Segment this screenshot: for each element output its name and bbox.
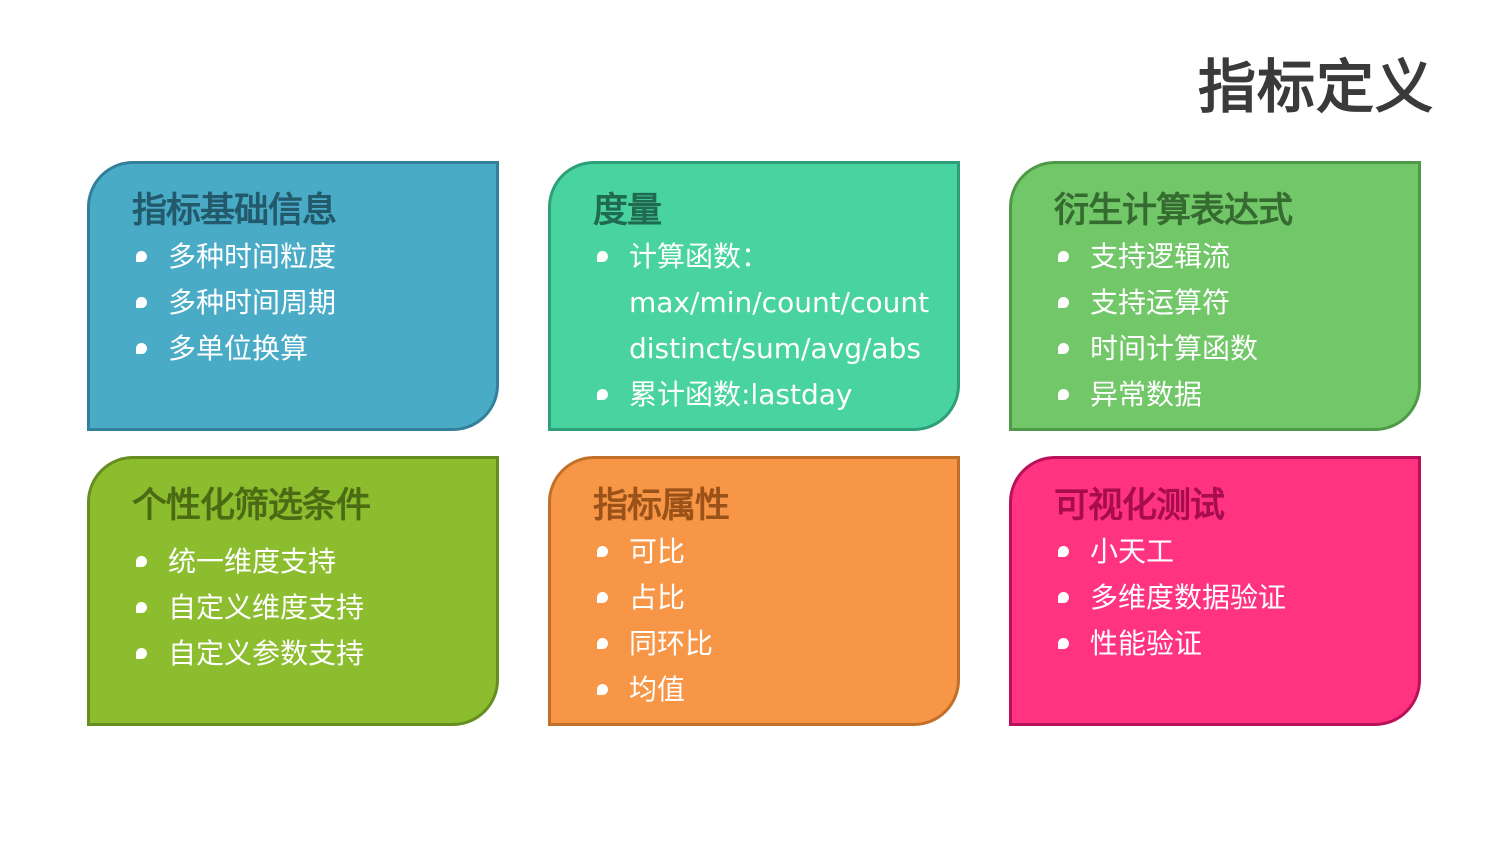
bullet-icon [1058,251,1069,262]
card-list: 计算函数： max/min/count/count distinct/sum/a… [597,234,929,418]
bullet-icon [136,556,147,567]
bullet-icon [1058,592,1069,603]
list-item: 支持逻辑流 [1058,234,1258,280]
item-text: 异常数据 [1090,378,1203,411]
item-text: 计算函数： [629,240,770,273]
card-list: 可比 占比 同环比 均值 [597,529,713,713]
list-item: 多种时间粒度 [136,234,336,280]
item-text: 占比 [629,581,686,614]
list-item: 时间计算函数 [1058,326,1258,372]
card-title: 个性化筛选条件 [132,486,371,526]
item-text: 多种时间周期 [168,286,337,319]
list-item: 同环比 [597,621,713,667]
item-text: 自定义维度支持 [168,591,365,624]
list-item: 占比 [597,575,713,621]
list-item: 计算函数： max/min/count/count distinct/sum/a… [597,234,929,372]
bullet-icon [597,389,608,400]
item-text: 支持逻辑流 [1090,240,1231,273]
item-text: 多单位换算 [168,332,309,365]
card-measure: 度量 计算函数： max/min/count/count distinct/su… [548,161,960,431]
bullet-icon [136,602,147,613]
bullet-icon [597,251,608,262]
item-text-continued: distinct/sum/avg/abs [629,332,921,365]
list-item: 多种时间周期 [136,280,336,326]
bullet-icon [597,684,608,695]
item-text: 均值 [629,673,686,706]
item-text: 可比 [629,535,686,568]
card-basic-info: 指标基础信息 多种时间粒度 多种时间周期 多单位换算 [87,161,499,431]
card-title: 指标属性 [593,486,730,526]
card-title: 衍生计算表达式 [1054,191,1293,231]
item-text: 累计函数:lastday [629,378,853,411]
list-item: 多单位换算 [136,326,336,372]
list-item: 可比 [597,529,713,575]
bullet-icon [597,592,608,603]
list-item: 统一维度支持 [136,539,364,585]
card-list: 统一维度支持 自定义维度支持 自定义参数支持 [136,539,364,677]
card-list: 小天工 多维度数据验证 性能验证 [1058,529,1286,667]
item-text: 统一维度支持 [168,545,337,578]
card-title: 度量 [593,191,662,231]
item-text: 同环比 [629,627,714,660]
bullet-icon [1058,546,1069,557]
bullet-icon [1058,638,1069,649]
item-text: 时间计算函数 [1090,332,1259,365]
card-derived-expression: 衍生计算表达式 支持逻辑流 支持运算符 时间计算函数 异常数据 [1009,161,1421,431]
card-filter-conditions: 个性化筛选条件 统一维度支持 自定义维度支持 自定义参数支持 [87,456,499,726]
item-text: 性能验证 [1090,627,1203,660]
bullet-icon [136,343,147,354]
slide-title: 指标定义 [1197,53,1434,121]
card-title: 指标基础信息 [132,191,337,231]
bullet-icon [136,648,147,659]
list-item: 异常数据 [1058,372,1258,418]
bullet-icon [136,251,147,262]
item-text: 多维度数据验证 [1090,581,1287,614]
list-item: 小天工 [1058,529,1286,575]
item-text: 支持运算符 [1090,286,1231,319]
bullet-icon [597,546,608,557]
card-list: 多种时间粒度 多种时间周期 多单位换算 [136,234,336,372]
list-item: 多维度数据验证 [1058,575,1286,621]
card-list: 支持逻辑流 支持运算符 时间计算函数 异常数据 [1058,234,1258,418]
item-text: 小天工 [1090,535,1175,568]
card-visual-testing: 可视化测试 小天工 多维度数据验证 性能验证 [1009,456,1421,726]
card-metric-attributes: 指标属性 可比 占比 同环比 均值 [548,456,960,726]
list-item: 自定义维度支持 [136,585,364,631]
list-item: 自定义参数支持 [136,631,364,677]
bullet-icon [136,297,147,308]
list-item: 均值 [597,667,713,713]
bullet-icon [1058,343,1069,354]
item-text: 多种时间粒度 [168,240,337,273]
list-item: 支持运算符 [1058,280,1258,326]
list-item: 性能验证 [1058,621,1286,667]
card-title: 可视化测试 [1054,486,1225,526]
bullet-icon [1058,297,1069,308]
bullet-icon [597,638,608,649]
item-text-continued: max/min/count/count [629,286,930,319]
item-text: 自定义参数支持 [168,637,365,670]
bullet-icon [1058,389,1069,400]
list-item: 累计函数:lastday [597,372,929,418]
